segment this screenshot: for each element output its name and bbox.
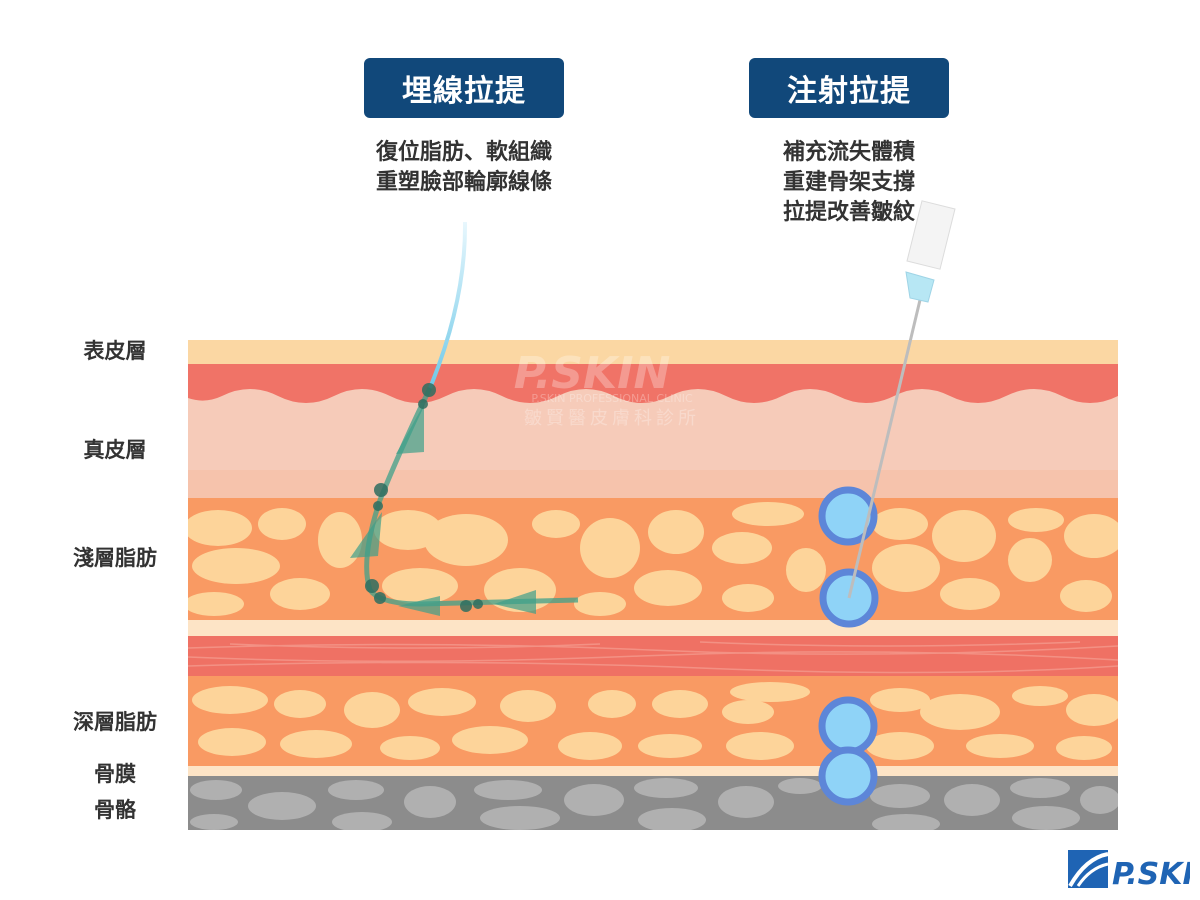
thread-knots bbox=[365, 383, 483, 612]
thread-lift-description: 復位脂肪、軟組織 重塑臉部輪廓線條 bbox=[354, 138, 574, 198]
watermark-sub-en: P.SKIN PROFESSIONAL CLINIC bbox=[531, 392, 693, 405]
injection-desc-line: 補充流失體積 bbox=[782, 140, 915, 165]
label-periosteum: 骨膜 bbox=[94, 762, 136, 786]
needle-hub-icon bbox=[905, 271, 935, 303]
dermis-lower-band bbox=[188, 470, 1118, 498]
muscle-fibers bbox=[187, 641, 1119, 674]
filler-dot bbox=[818, 696, 878, 756]
injection-desc-line: 拉提改善皺紋 bbox=[782, 200, 915, 225]
deep-fat-cells bbox=[192, 682, 1118, 760]
thread-lift-desc-line: 重塑臉部輪廓線條 bbox=[375, 170, 552, 195]
filler-dot bbox=[818, 486, 878, 546]
label-bone: 骨骼 bbox=[94, 798, 136, 822]
watermark-sub-zh: 皺賢醫皮膚科診所 bbox=[524, 408, 700, 429]
pskin-logo: P.SKIN bbox=[1068, 850, 1190, 890]
injection-lift-description: 補充流失體積 重建骨架支撐 拉提改善皺紋 bbox=[744, 138, 954, 228]
thread-lift-desc-line: 復位脂肪、軟組織 bbox=[375, 140, 552, 165]
injection-desc-line: 重建骨架支撐 bbox=[782, 170, 915, 195]
thread-tail bbox=[428, 221, 468, 389]
watermark-brand: P.SKIN bbox=[514, 348, 671, 399]
superficial-fat-cells bbox=[188, 502, 1118, 616]
periosteum-layer bbox=[188, 766, 1118, 776]
injection-lift-title: 注射拉提 bbox=[749, 58, 949, 118]
dermis-top-wave bbox=[188, 364, 1118, 403]
needle-shaft bbox=[847, 299, 922, 599]
label-superficial-fat: 淺層脂肪 bbox=[73, 546, 157, 570]
thread-barbs bbox=[350, 404, 536, 616]
injection-illustration bbox=[818, 200, 956, 806]
thread-lift-title: 埋線拉提 bbox=[364, 58, 564, 118]
watermark: P.SKIN P.SKIN PROFESSIONAL CLINIC 皺賢醫皮膚科… bbox=[514, 348, 700, 429]
label-deep-fat: 深層脂肪 bbox=[73, 710, 157, 734]
logo-text: P.SKIN bbox=[1112, 857, 1190, 890]
bone-pattern bbox=[190, 778, 1118, 830]
filler-dot bbox=[818, 746, 878, 806]
label-epidermis: 表皮層 bbox=[83, 339, 147, 363]
label-dermis: 真皮層 bbox=[83, 438, 147, 462]
fascia-band bbox=[188, 620, 1118, 636]
epidermis-layer bbox=[188, 340, 1118, 364]
thread-lift-illustration bbox=[350, 221, 579, 616]
syringe-body-icon bbox=[906, 200, 956, 270]
